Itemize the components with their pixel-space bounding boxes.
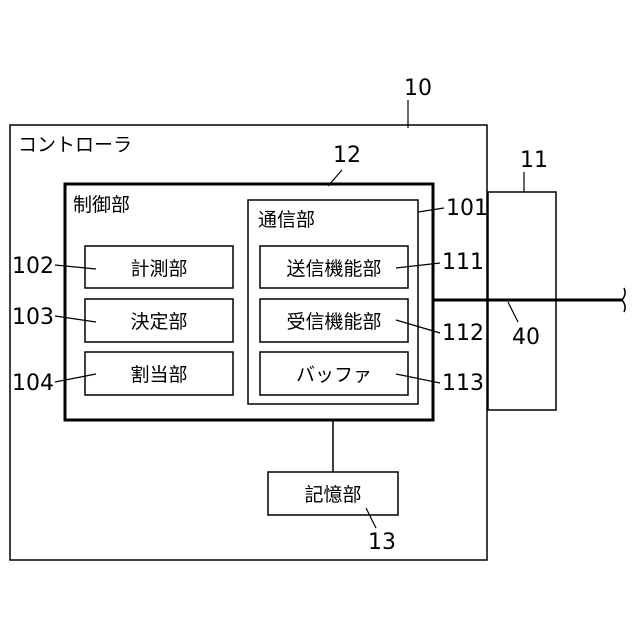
ref-controller: 10: [404, 78, 432, 100]
measure-unit-label: 計測部: [85, 246, 233, 288]
storage-unit-label: 記憶部: [268, 472, 398, 515]
assign-unit-label: 割当部: [85, 352, 233, 395]
ref-buffer-unit: 113: [442, 373, 484, 395]
ref-storage-unit: 13: [368, 532, 396, 554]
controller-label: コントローラ: [18, 136, 132, 155]
line-40-break: [622, 288, 625, 312]
ref-assign-unit: 104: [12, 373, 54, 395]
ref-external-unit: 11: [520, 150, 548, 172]
ref-tx-unit: 111: [442, 252, 484, 274]
tx-unit-label: 送信機能部: [260, 246, 408, 288]
ref-rx-unit: 112: [442, 323, 484, 345]
comm-unit-label: 通信部: [258, 211, 315, 230]
ref-decide-unit: 103: [12, 307, 54, 329]
control-unit-label: 制御部: [73, 196, 130, 215]
decide-unit-label: 決定部: [85, 299, 233, 342]
ref-measure-unit: 102: [12, 256, 54, 278]
ref-control-block: 12: [333, 145, 361, 167]
ref-comm-unit: 101: [446, 198, 488, 220]
ref-line: 40: [512, 327, 540, 349]
rx-unit-label: 受信機能部: [260, 299, 408, 342]
buffer-unit-label: バッファ: [260, 352, 408, 395]
